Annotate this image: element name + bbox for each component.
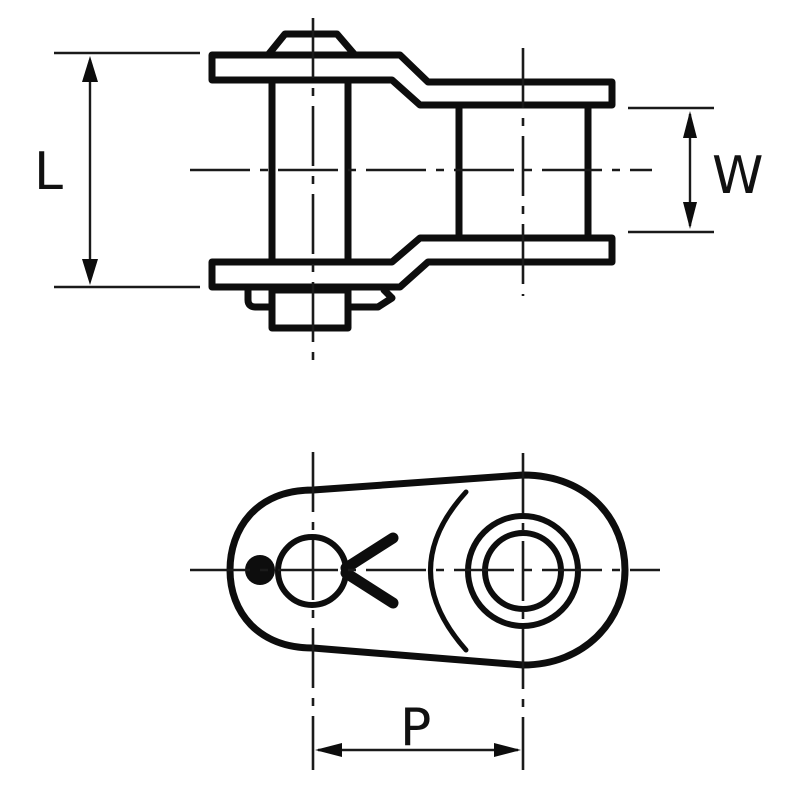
L-arrow-down-icon bbox=[82, 259, 98, 285]
L-arrow-up-icon bbox=[82, 56, 98, 82]
pin-end-bottom bbox=[268, 286, 352, 332]
W-arrow-up-icon bbox=[683, 111, 697, 138]
dimension-label-W: W bbox=[712, 146, 764, 206]
dimension-L bbox=[54, 51, 200, 289]
P-arrow-left-icon bbox=[315, 743, 342, 757]
dimension-label-P: P bbox=[400, 698, 432, 758]
dimension-P bbox=[315, 743, 521, 757]
side-view bbox=[190, 452, 660, 770]
P-arrow-right-icon bbox=[494, 743, 521, 757]
dimension-W bbox=[628, 106, 714, 234]
W-arrow-down-icon bbox=[683, 202, 697, 229]
offset-plate-outline bbox=[226, 471, 629, 669]
dimension-label-L: L bbox=[34, 142, 63, 202]
cotter-pin-bottom bbox=[244, 286, 396, 311]
cotter-leg-upper bbox=[340, 532, 399, 574]
cotter-leg-lower bbox=[340, 567, 399, 609]
plate-arc bbox=[428, 489, 469, 653]
top-view bbox=[54, 18, 714, 360]
